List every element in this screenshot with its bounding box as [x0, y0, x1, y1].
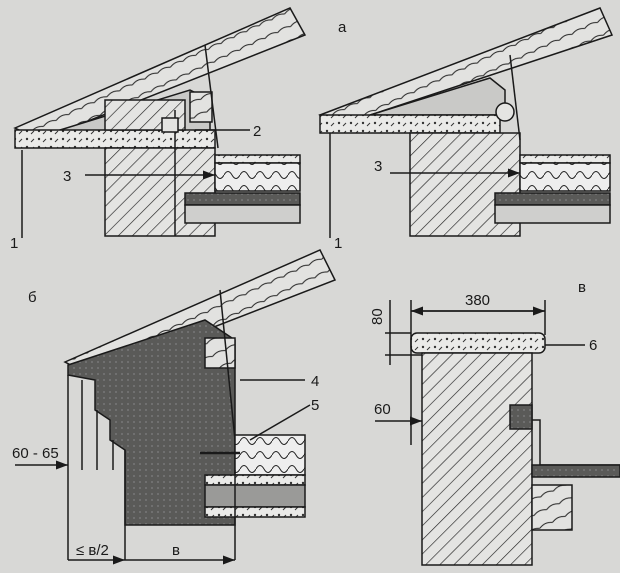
detail-a-right — [318, 7, 614, 238]
dim-half-width: ≤ в/2 — [76, 542, 109, 559]
dim-380: 380 — [465, 292, 490, 309]
dim-80: 80 — [369, 308, 386, 325]
panel-b-letter: б — [28, 289, 37, 306]
detail-v — [375, 300, 620, 566]
callout-6: 6 — [589, 337, 597, 354]
dim-width: в — [172, 542, 180, 559]
callout-3-left: 3 — [63, 168, 71, 185]
callout-1-left: 1 — [10, 235, 18, 252]
panel-a-letter: а — [338, 19, 347, 36]
callout-1-right: 1 — [334, 235, 342, 252]
callout-3-right: 3 — [374, 158, 382, 175]
callout-2: 2 — [253, 123, 261, 140]
detail-b — [15, 249, 337, 565]
panel-v-letter: в — [578, 279, 586, 296]
dim-overhang: 60 - 65 — [12, 445, 59, 462]
dim-60: 60 — [374, 401, 391, 418]
callout-5: 5 — [311, 397, 319, 414]
callout-4: 4 — [311, 373, 319, 390]
detail-a-left — [13, 7, 307, 238]
